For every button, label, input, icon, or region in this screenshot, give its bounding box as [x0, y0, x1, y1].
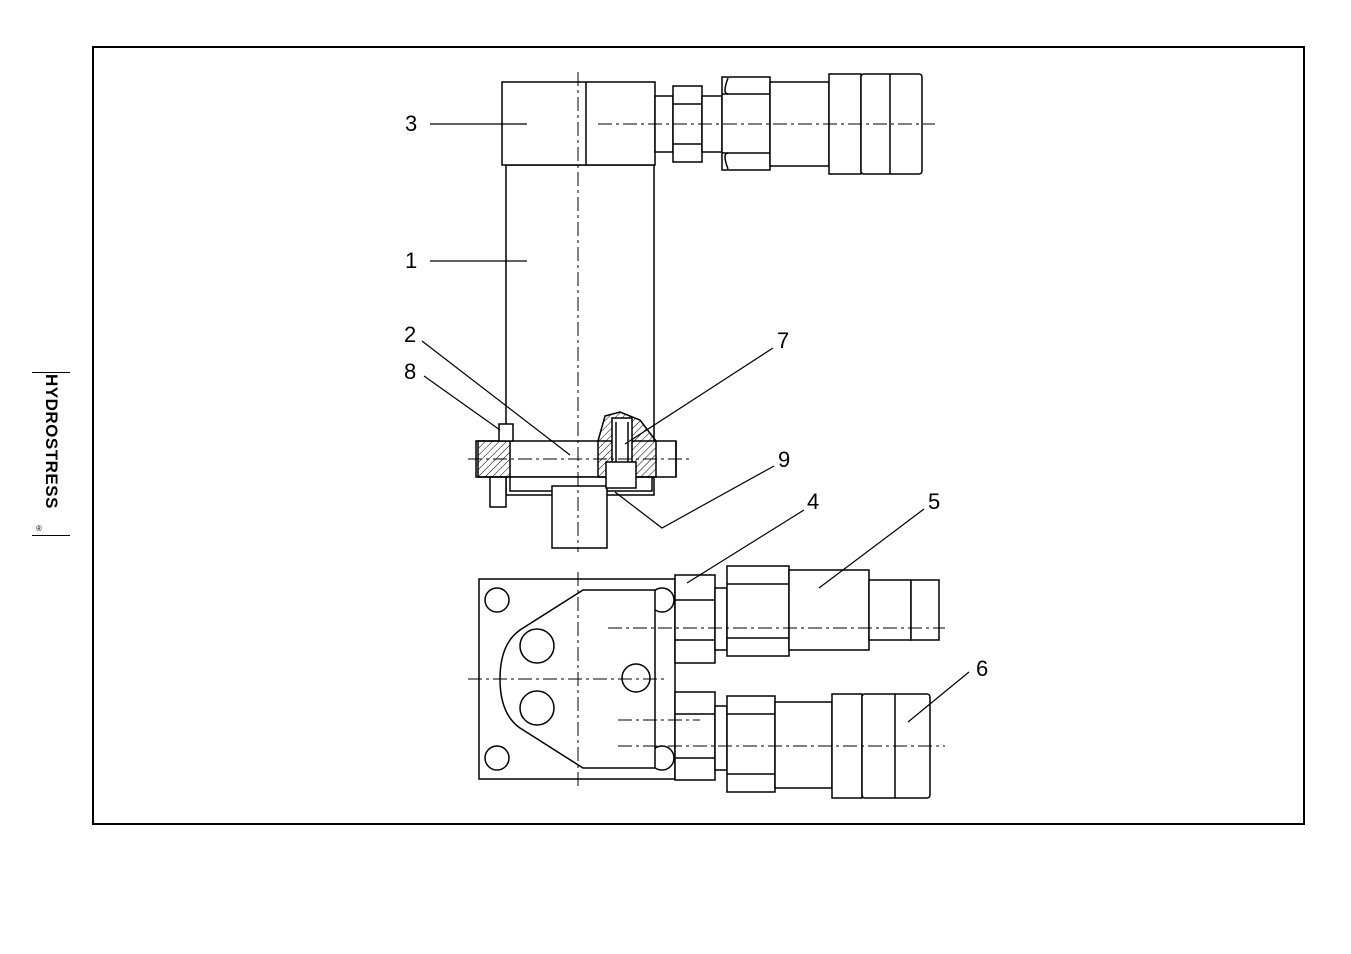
fitting-4	[675, 575, 715, 663]
callout-2: 2	[404, 322, 416, 347]
callout-3: 3	[405, 111, 417, 136]
top-assembly	[476, 74, 922, 548]
callout-9: 9	[778, 447, 790, 472]
bolt-8	[490, 477, 506, 507]
callout-5: 5	[928, 489, 940, 514]
nipple-5-tip	[911, 580, 939, 640]
callout-6: 6	[976, 656, 988, 681]
callout-8: 8	[404, 359, 416, 384]
coupler-6-body	[775, 702, 832, 788]
callout-4: 4	[807, 489, 819, 514]
nipple-5-body	[789, 570, 869, 650]
callout-7: 7	[777, 328, 789, 353]
fitting-lower-hex	[727, 696, 775, 792]
bottom-plug	[552, 486, 607, 548]
callout-1: 1	[405, 248, 417, 273]
fitting-lower	[675, 692, 715, 780]
bottom-assembly	[479, 566, 939, 798]
fitting-4-hex	[727, 566, 789, 656]
leader-8	[424, 376, 500, 430]
leader-5	[819, 509, 924, 588]
